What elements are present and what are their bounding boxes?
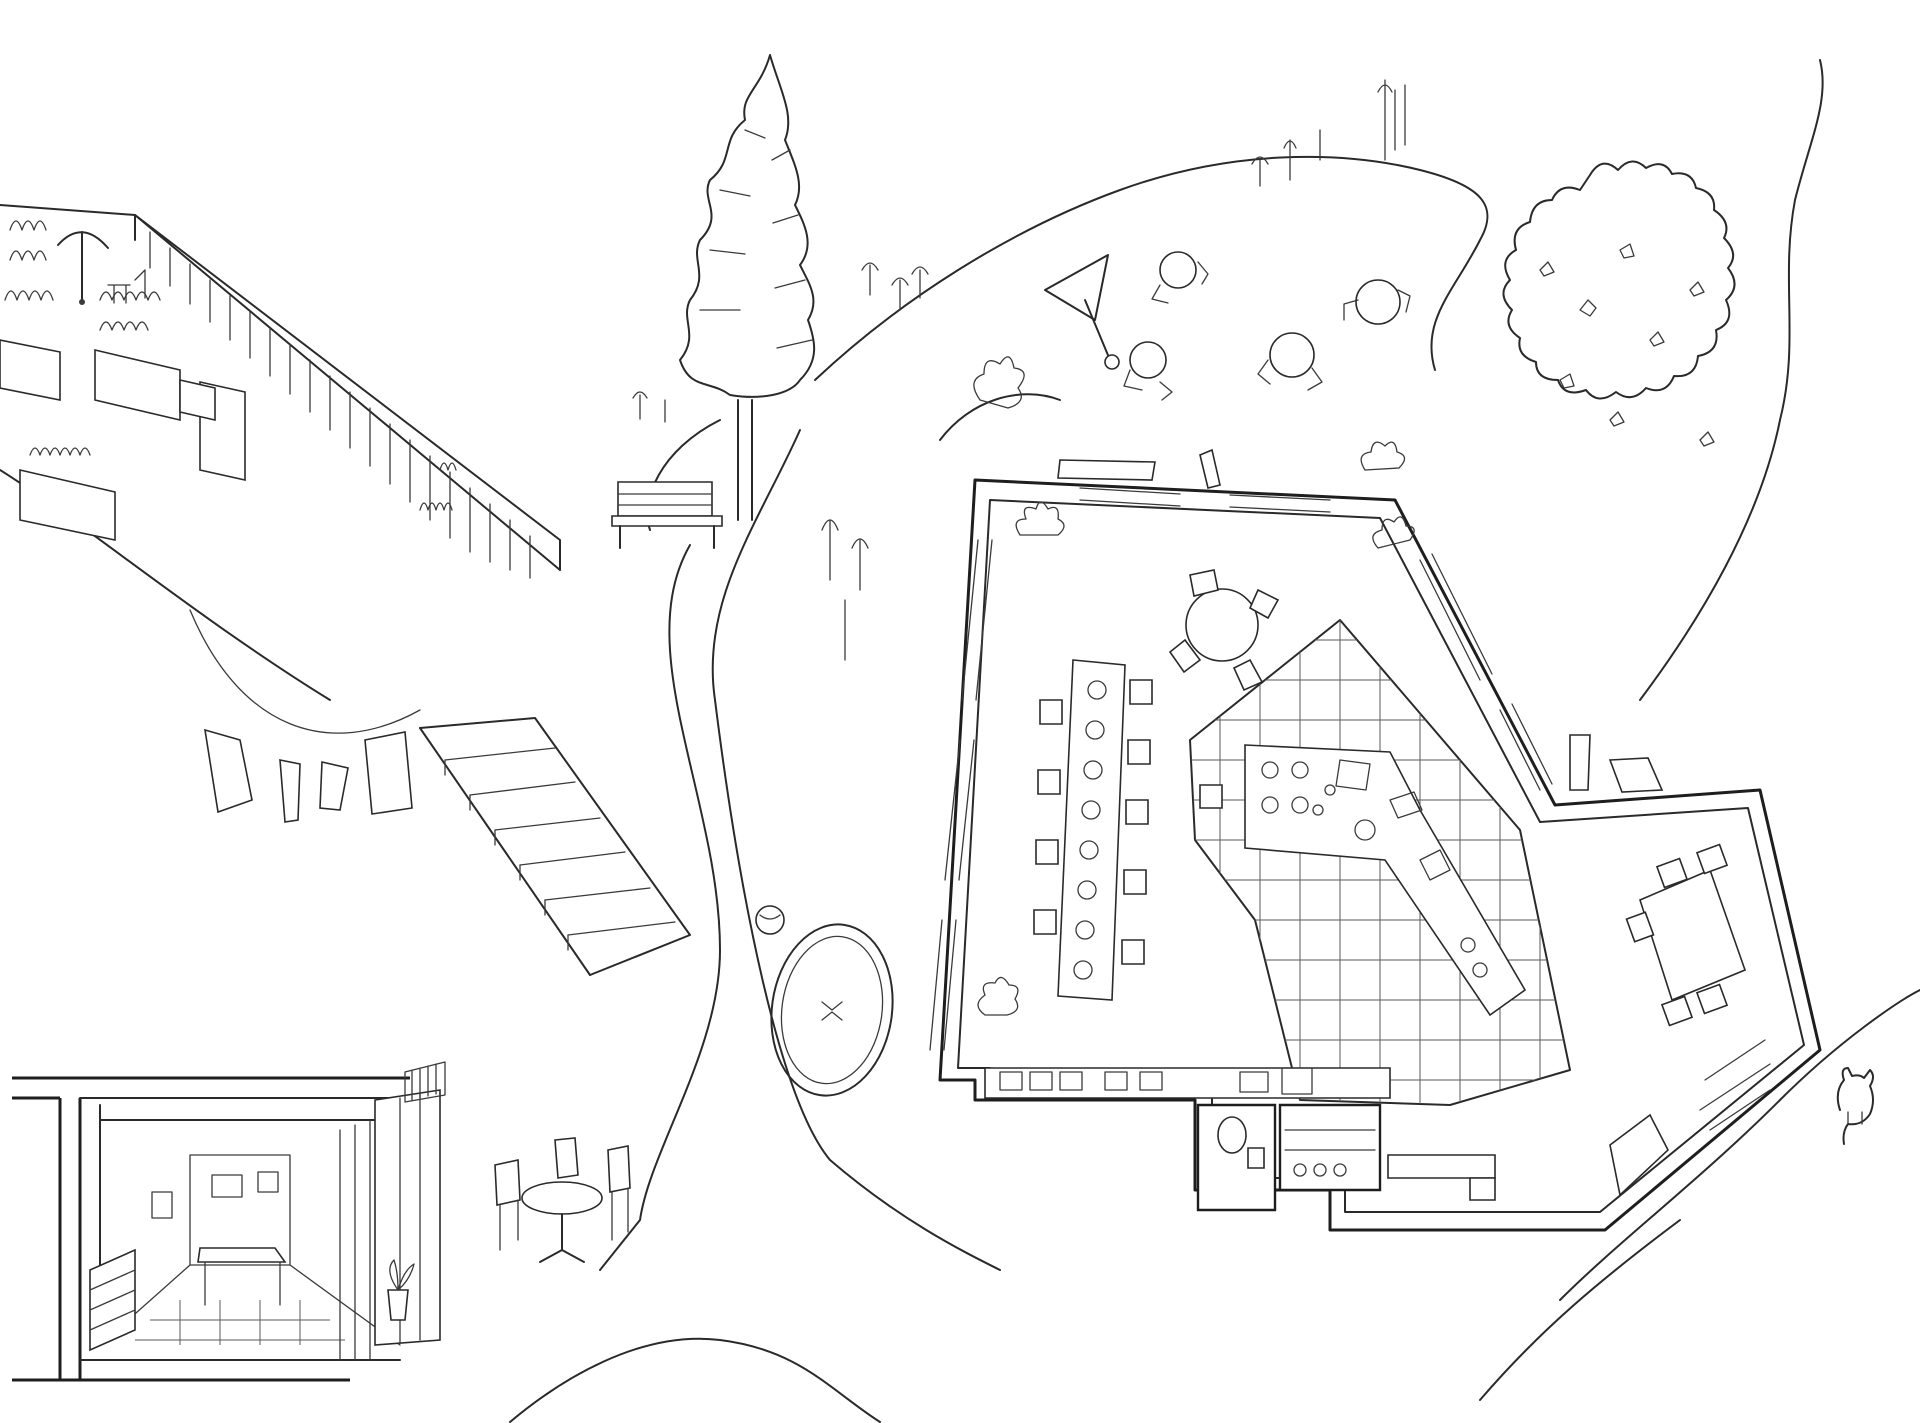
flower-icon (978, 502, 1414, 1015)
parasol-icon (58, 232, 108, 305)
long-dining-table (1034, 660, 1152, 1000)
bench-icon (612, 482, 722, 548)
clothesline (190, 610, 420, 822)
round-table (1170, 570, 1278, 690)
terraced-garden (0, 205, 560, 700)
exterior-stair (420, 718, 690, 975)
toilet-icon (1218, 1117, 1264, 1168)
round-shrub (1503, 161, 1734, 446)
pentagonal-community-kitchen (930, 450, 1820, 1230)
garden-path (510, 60, 1920, 1422)
kitchen-island (1200, 745, 1525, 1015)
toilet-and-counters (1198, 1040, 1770, 1210)
parasol-icon (1045, 255, 1119, 369)
trampoline (756, 906, 903, 1104)
tree-icon (680, 55, 814, 520)
flower-icon (633, 80, 1405, 660)
east-dining-table (1626, 845, 1745, 1026)
cat-icon (1838, 1068, 1873, 1144)
lawn-cafe-tables (1045, 252, 1410, 400)
ground-floor-apartment (12, 1062, 445, 1380)
patio-bistro-set (495, 1138, 630, 1262)
